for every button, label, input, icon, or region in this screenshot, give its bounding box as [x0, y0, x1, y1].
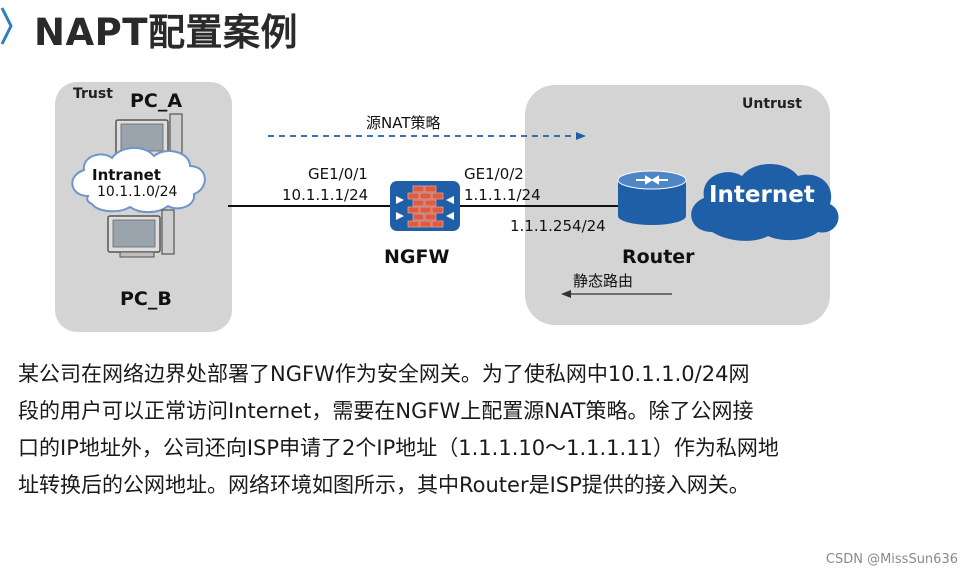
ngfw-left-interface: GE1/0/1: [308, 165, 368, 183]
trust-zone-label: Trust: [73, 86, 113, 102]
description-line: 某公司在网络边界处部署了NGFW作为安全网关。为了使私网中10.1.1.0/24…: [18, 362, 750, 386]
static-route-label: 静态路由: [573, 272, 634, 290]
description-line: 段的用户可以正常访问Internet，需要在NGFW上配置源NAT策略。除了公网…: [18, 399, 754, 423]
pc-b-label: PC_B: [120, 288, 172, 310]
ngfw-label: NGFW: [384, 246, 450, 268]
router-ip-label: 1.1.1.254/24: [510, 217, 606, 235]
internet-cloud-icon: [691, 164, 839, 241]
router-label: Router: [622, 246, 695, 268]
intranet-label: Intranet: [92, 166, 161, 184]
ngfw-right-ip: 1.1.1.1/24: [464, 186, 541, 204]
router-icon: [617, 170, 687, 225]
description-line: 址转换后的公网地址。网络环境如图所示，其中Router是ISP提供的接入网关。: [18, 473, 750, 497]
untrust-zone-label: Untrust: [742, 96, 802, 112]
description-text: 某公司在网络边界处部署了NGFW作为安全网关。为了使私网中10.1.1.0/24…: [18, 356, 958, 504]
ngfw-left-ip: 10.1.1.1/24: [282, 186, 369, 204]
description-line: 口的IP地址外，公司还向ISP申请了2个IP地址（1.1.1.10～1.1.1.…: [18, 436, 779, 460]
ngfw-right-interface: GE1/0/2: [464, 165, 524, 183]
internet-label: Internet: [709, 182, 815, 208]
firewall-icon: [390, 181, 460, 231]
watermark: CSDN @MissSun636: [825, 552, 958, 567]
source-nat-label: 源NAT策略: [366, 114, 441, 132]
network-diagram: [71, 113, 839, 298]
intranet-cloud-icon: [71, 147, 206, 214]
slide-title: NAPT配置案例: [34, 11, 298, 54]
chevron-right-icon: [0, 7, 13, 45]
pc-a-label: PC_A: [130, 90, 183, 112]
pc-b-icon: [107, 209, 175, 258]
intranet-subnet-label: 10.1.1.0/24: [97, 184, 178, 200]
